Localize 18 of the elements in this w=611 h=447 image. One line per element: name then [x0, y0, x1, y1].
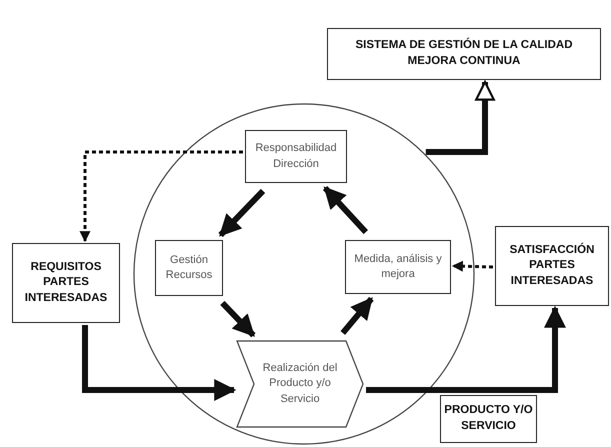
arrow — [220, 300, 256, 338]
input-box: REQUISITOS PARTES INTERESADAS — [12, 243, 120, 323]
arrow — [80, 150, 243, 242]
process-box: Medida, análisis y mejora — [345, 240, 451, 294]
arrow — [426, 80, 495, 155]
arrow — [452, 260, 494, 272]
process-chevron — [236, 340, 364, 428]
process-box: Gestión Recursos — [155, 240, 223, 296]
node-text: Realización del Producto y/o Servicio — [262, 360, 338, 407]
title-box: SISTEMA DE GESTIÓN DE LA CALIDAD MEJORA CONTINUA — [327, 28, 601, 80]
arrow — [82, 325, 236, 401]
arrow — [218, 188, 266, 238]
arrow — [340, 296, 374, 335]
output-box: PRODUCTO Y/O SERVICIO — [440, 395, 537, 443]
arrow — [366, 306, 566, 393]
output-box: SATISFACCIÓN PARTES INTERESADAS — [495, 226, 609, 306]
process-box: Responsabilidad Dirección — [245, 130, 347, 183]
arrow — [322, 186, 368, 234]
